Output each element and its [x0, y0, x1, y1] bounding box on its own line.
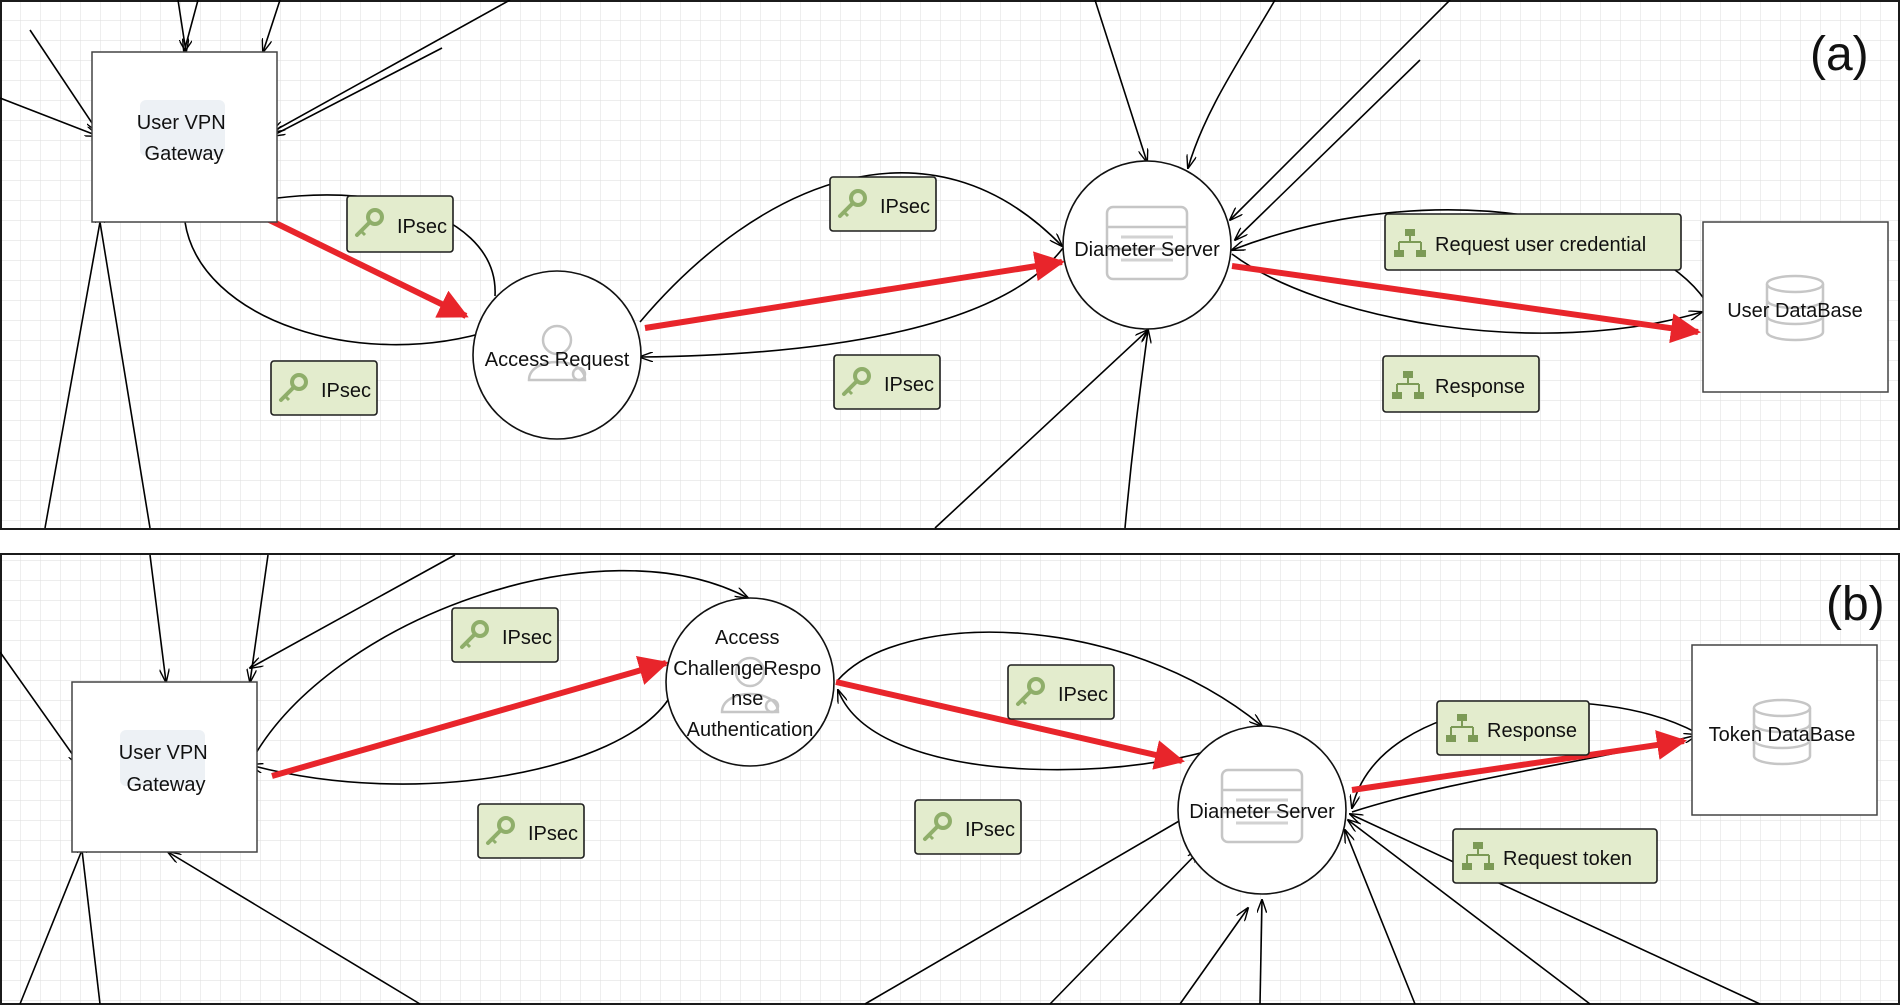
chip-label: Response: [1487, 720, 1577, 742]
user-vpn-gateway[interactable]: User VPN Gateway: [91, 51, 278, 223]
gateway-label-line1: User VPN: [137, 112, 226, 134]
access-challenge-label: Access ChallengeRespo nse Authentication: [673, 627, 826, 741]
chip-label: IPsec: [1058, 684, 1108, 706]
chip-label: IPsec: [502, 627, 552, 649]
chip-label: IPsec: [965, 819, 1015, 841]
chip-label: IPsec: [321, 380, 371, 402]
user-vpn-gateway[interactable]: User VPN Gateway: [71, 681, 258, 853]
access-label-line4: Authentication: [687, 719, 814, 741]
panel-a: (a): [0, 0, 1900, 530]
request-user-credential-chip[interactable]: Request user credential: [1384, 213, 1682, 271]
request-token-chip[interactable]: Request token: [1452, 828, 1658, 884]
panel-b-edges: [0, 554, 1761, 1005]
diameter-server-label: Diameter Server: [1074, 239, 1220, 261]
panel-b: (b): [0, 553, 1900, 1005]
chip-label: Request token: [1503, 848, 1632, 870]
access-request-label: Access Request: [485, 349, 630, 371]
ipsec-chip[interactable]: IPsec: [1007, 664, 1115, 720]
panel-b-frame: [0, 553, 1900, 1005]
chip-label: Response: [1435, 376, 1525, 398]
user-database-label: User DataBase: [1727, 300, 1863, 322]
response-chip[interactable]: Response: [1382, 355, 1540, 413]
ipsec-chip[interactable]: IPsec: [477, 803, 585, 859]
chip-label: IPsec: [884, 374, 934, 396]
panel-b-tag: (b): [1826, 578, 1885, 631]
gateway-label-line2: Gateway: [145, 143, 224, 165]
diameter-server-node[interactable]: Diameter Server: [1177, 725, 1347, 895]
ipsec-chip[interactable]: IPsec: [451, 607, 559, 663]
chip-label: IPsec: [397, 216, 447, 238]
gateway-label-line2: Gateway: [127, 774, 206, 796]
ipsec-chip[interactable]: IPsec: [346, 195, 454, 253]
chip-label: Request user credential: [1435, 234, 1646, 256]
response-chip[interactable]: Response: [1436, 700, 1590, 756]
ipsec-chip[interactable]: IPsec: [829, 176, 937, 232]
ipsec-chip[interactable]: IPsec: [833, 354, 941, 410]
chip-label: IPsec: [880, 196, 930, 218]
gateway-label: User VPN Gateway: [137, 112, 231, 165]
access-challenge-node[interactable]: Access ChallengeRespo nse Authentication: [665, 597, 835, 767]
gateway-label-line1: User VPN: [119, 742, 208, 764]
ipsec-chip[interactable]: IPsec: [914, 799, 1022, 855]
user-database-node[interactable]: User DataBase: [1702, 221, 1889, 393]
access-label-line3: nse: [731, 688, 763, 710]
ipsec-chip[interactable]: IPsec: [270, 360, 378, 416]
token-database-label: Token DataBase: [1709, 724, 1856, 746]
panel-a-tag: (a): [1810, 28, 1869, 81]
access-request-node[interactable]: Access Request: [472, 270, 642, 440]
token-database-node[interactable]: Token DataBase: [1691, 644, 1878, 816]
gateway-label: User VPN Gateway: [119, 742, 213, 796]
access-label-line2: ChallengeRespo: [673, 658, 821, 680]
access-label-line1: Access: [715, 627, 779, 649]
chip-label: IPsec: [528, 823, 578, 845]
diameter-server-node[interactable]: Diameter Server: [1062, 160, 1232, 330]
panel-a-edges: [0, 0, 1711, 529]
diameter-server-label: Diameter Server: [1189, 801, 1335, 823]
